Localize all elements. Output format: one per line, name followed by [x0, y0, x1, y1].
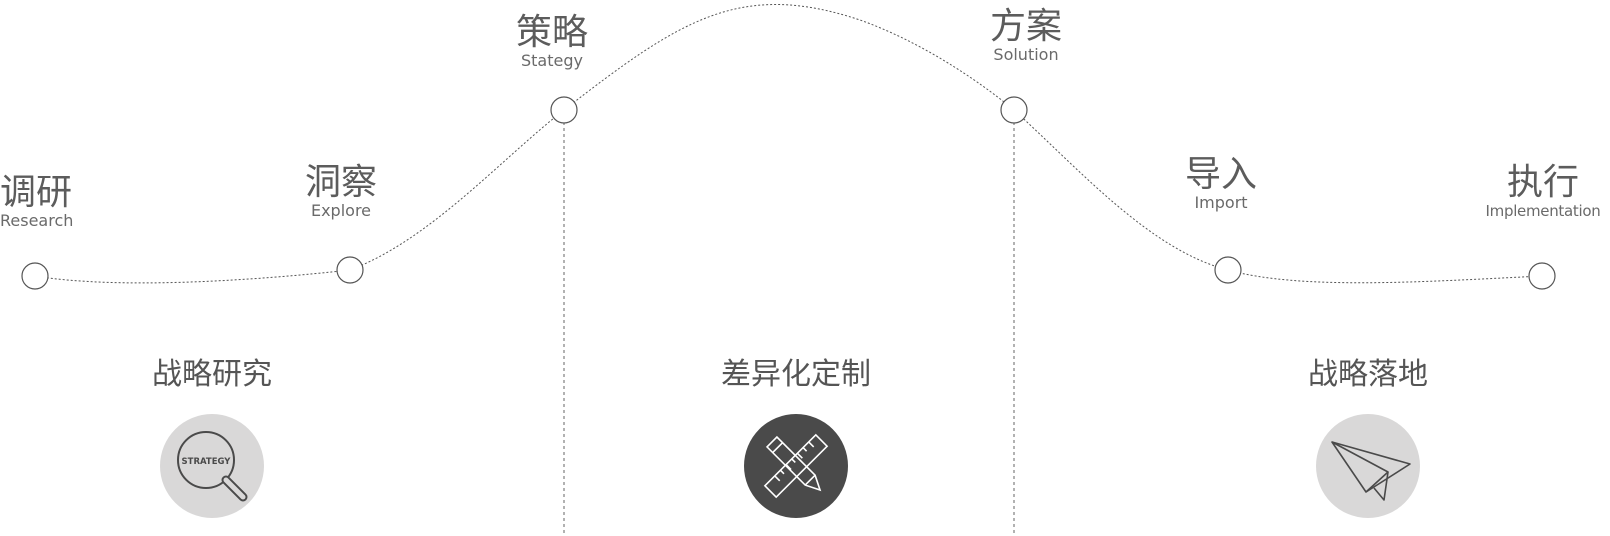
- milestone-solution-en: Solution: [993, 45, 1059, 64]
- milestone-implementation: 执行 Implementation: [1476, 162, 1610, 221]
- pencil-ruler-cross-icon: [763, 433, 829, 499]
- milestone-node-implementation: [1528, 262, 1556, 290]
- milestone-solution: 方案 Solution: [976, 8, 1076, 64]
- milestone-research-en: Research: [0, 211, 74, 230]
- phase-strategy-research: 战略研究 STRATEGY: [92, 358, 332, 518]
- phase-strategy-landing-title: 战略落地: [1308, 357, 1428, 392]
- milestone-strategy-en: Stategy: [521, 51, 583, 70]
- badge-strategy-text: STRATEGY: [182, 457, 232, 467]
- milestone-implementation-zh: 执行: [1506, 162, 1579, 203]
- phase-differentiation-title: 差异化定制: [721, 357, 871, 392]
- magnifier-strategy-icon: STRATEGY: [177, 431, 248, 502]
- phase-strategy-research-badge: STRATEGY: [160, 414, 264, 518]
- milestone-implementation-en: Implementation: [1485, 202, 1601, 220]
- milestone-research: 调研 Research: [0, 172, 74, 230]
- milestone-node-explore: [336, 256, 364, 284]
- milestone-import: 导入 Import: [1171, 156, 1271, 212]
- milestone-import-en: Import: [1194, 193, 1248, 212]
- phase-strategy-landing-badge: [1316, 414, 1420, 518]
- phase-strategy-research-title: 战略研究: [152, 357, 272, 392]
- phase-differentiation-badge: [744, 414, 848, 518]
- phase-strategy-landing: 战略落地: [1248, 358, 1488, 518]
- milestone-explore-zh: 洞察: [304, 162, 377, 203]
- milestone-explore-en: Explore: [310, 201, 372, 220]
- milestone-node-import: [1214, 256, 1242, 284]
- milestone-node-solution: [1000, 96, 1028, 124]
- paper-plane-icon: [1331, 441, 1411, 501]
- milestone-explore: 洞察 Explore: [291, 164, 391, 220]
- milestone-strategy: 策略 Stategy: [502, 14, 602, 70]
- milestone-solution-zh: 方案: [989, 6, 1062, 47]
- milestone-import-zh: 导入: [1184, 154, 1257, 195]
- milestone-research-zh: 调研: [0, 172, 73, 213]
- phase-differentiation: 差异化定制: [676, 358, 916, 518]
- process-curve: [34, 3, 1543, 284]
- milestone-node-strategy: [550, 96, 578, 124]
- milestone-strategy-zh: 策略: [515, 12, 588, 53]
- milestone-node-research: [21, 262, 49, 290]
